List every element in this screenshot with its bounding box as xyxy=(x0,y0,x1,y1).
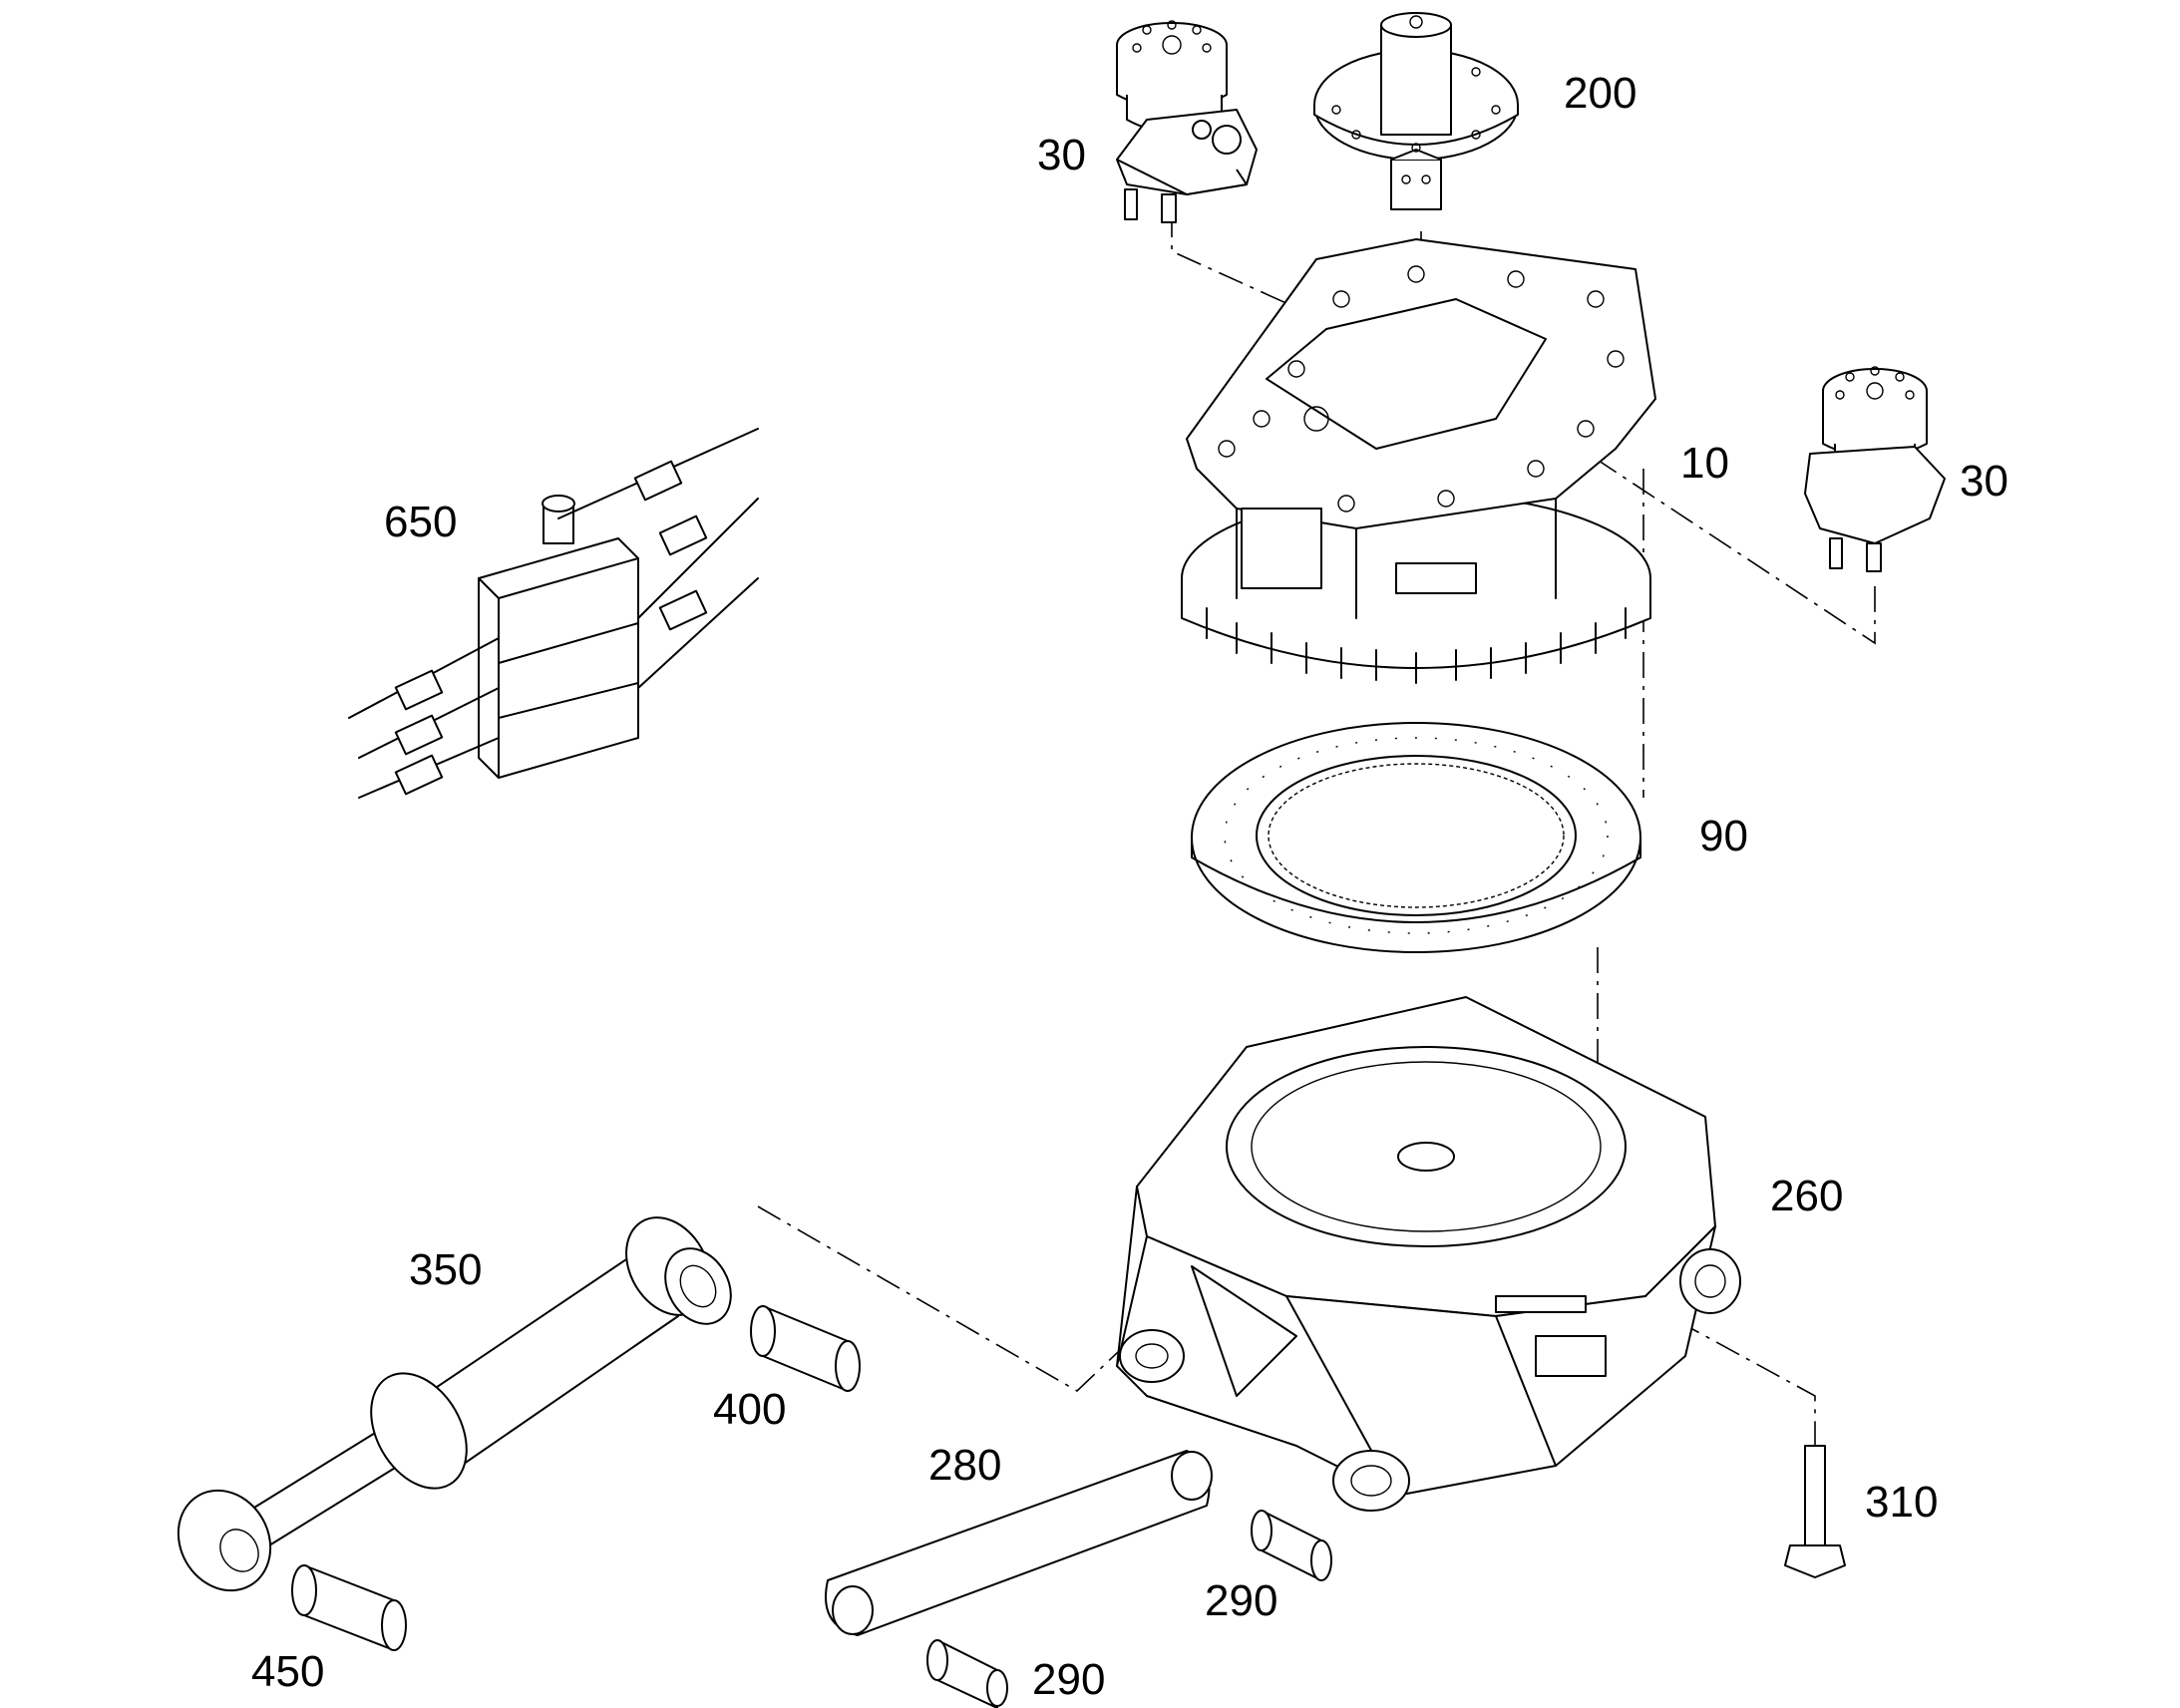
callout-310: 310 xyxy=(1865,1478,1939,1527)
callout-650: 650 xyxy=(384,498,458,546)
pin-290-lower xyxy=(926,1639,1008,1708)
link-bar xyxy=(825,1450,1213,1636)
callout-30-top: 30 xyxy=(1037,131,1086,179)
bolt-310 xyxy=(1784,1445,1846,1578)
callout-280: 280 xyxy=(928,1441,1002,1490)
callout-90: 90 xyxy=(1699,812,1748,860)
callout-400: 400 xyxy=(713,1385,787,1434)
callout-260: 260 xyxy=(1770,1172,1844,1220)
pin-290-upper xyxy=(1251,1510,1332,1581)
callout-30-right: 30 xyxy=(1960,457,2008,506)
callout-290-upper: 290 xyxy=(1205,1576,1278,1625)
callout-290-lower: 290 xyxy=(1032,1655,1106,1704)
callout-10: 10 xyxy=(1680,439,1729,488)
turntable-base xyxy=(1116,996,1741,1512)
swing-motor-right xyxy=(1804,366,1946,572)
slewing-ring xyxy=(1191,722,1641,953)
pin-400 xyxy=(750,1305,861,1392)
callout-200: 200 xyxy=(1564,69,1637,118)
swing-housing xyxy=(1181,238,1656,684)
callout-350: 350 xyxy=(409,1245,483,1294)
swing-motor-top xyxy=(1116,20,1258,223)
valve-block xyxy=(348,428,759,799)
rotary-joint-cover xyxy=(1313,12,1519,210)
hydraulic-cylinder xyxy=(177,1216,732,1592)
callout-450: 450 xyxy=(251,1647,325,1696)
pin-450 xyxy=(291,1564,407,1651)
